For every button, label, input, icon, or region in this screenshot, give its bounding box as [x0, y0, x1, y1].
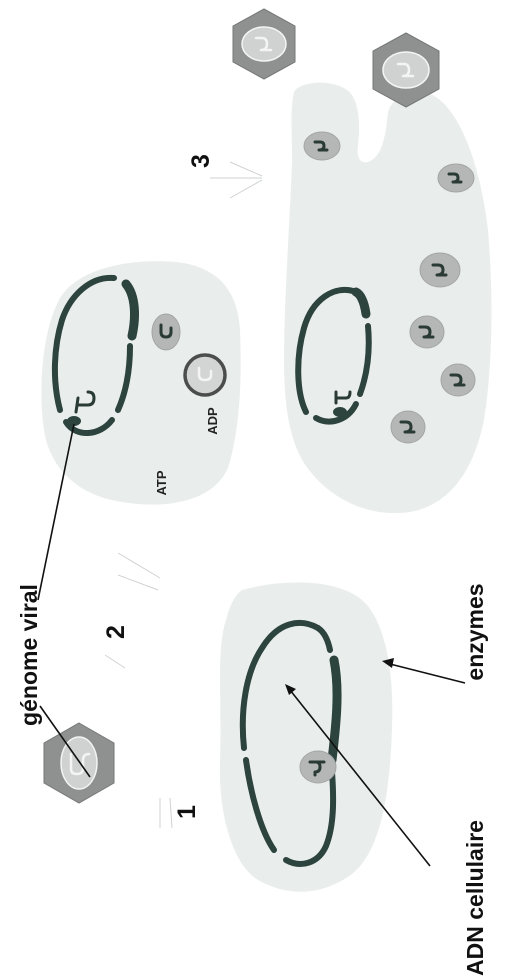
viral-particle-icon [152, 314, 180, 350]
stage-2 [41, 261, 240, 504]
stage-3 [233, 9, 491, 513]
step-1-label: 1 [173, 805, 201, 819]
virion-icon [44, 723, 114, 803]
virion-icon [233, 9, 295, 79]
viral-particle-icon [441, 364, 475, 396]
adp-label: ADP [205, 407, 220, 435]
viral-particle-icon [410, 316, 444, 348]
step-2-label: 2 [102, 625, 130, 639]
step-3-label: 3 [187, 154, 215, 168]
viral-genome-label: génome viral [16, 584, 42, 726]
viral-particle-icon [438, 164, 474, 192]
viral-particle-icon [300, 751, 336, 783]
cell-dna-label: ADN cellulaire [462, 820, 488, 976]
viral-particle-icon [304, 132, 340, 160]
viral-particle-icon [420, 253, 460, 287]
viral-particle-icon [391, 411, 425, 443]
enzymes-label: enzymes [462, 583, 488, 680]
ghost-arrow-1 [160, 798, 172, 828]
capsid-particle-icon [185, 355, 225, 395]
ghost-arrow-2 [105, 553, 160, 668]
enzymes-arrow [382, 658, 465, 683]
stage-1 [44, 582, 392, 891]
atp-label: ATP [154, 470, 169, 495]
ghost-arrow-3 [210, 162, 262, 198]
